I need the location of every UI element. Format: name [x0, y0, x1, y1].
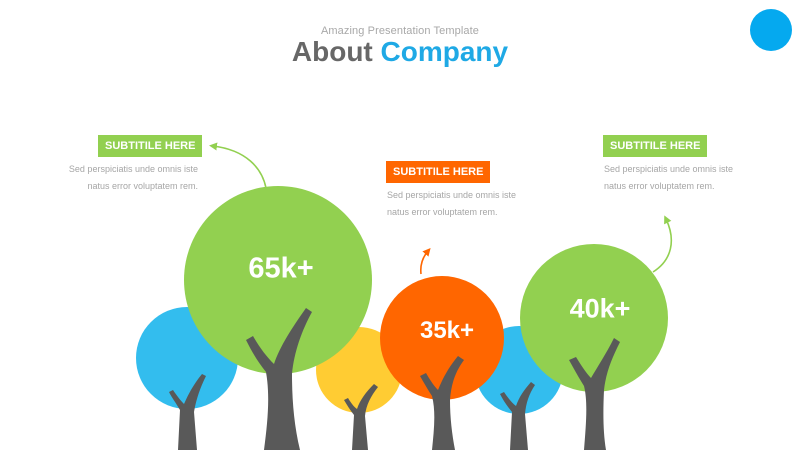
- arrow-left: [209, 142, 267, 189]
- description-left-line1: Sed perspiciatis unde omnis iste: [68, 164, 198, 174]
- kicker-text: Amazing Presentation Template: [320, 25, 479, 37]
- title-part-about: About: [291, 36, 373, 67]
- title-part-company: Company: [380, 36, 509, 67]
- arrow-middle: [419, 247, 431, 275]
- tree-trunk-green-large: [246, 308, 312, 450]
- tree-trunk-orange: [420, 356, 464, 450]
- tree-crown-green-large: [184, 186, 372, 374]
- tree-trunk-green-right: [569, 338, 620, 450]
- tree-trunk-blue-right: [500, 382, 535, 450]
- description-middle-line2: natus error voluptatem rem.: [387, 207, 498, 217]
- tree-crown-green-right: [520, 244, 668, 392]
- subtitle-tag-right: SUBTITILE HERE: [603, 135, 708, 157]
- page-title: About Company: [0, 33, 800, 71]
- corner-accent-dot: [750, 9, 792, 51]
- description-right-line2: natus error voluptatem rem.: [604, 181, 715, 191]
- tree-crown-orange: [380, 276, 504, 400]
- description-right-line1: Sed perspiciatis unde omnis iste: [604, 164, 734, 174]
- stat-value-65k: 65k+: [248, 252, 314, 285]
- tree-trunk-blue-left: [169, 374, 206, 450]
- subtitle-tag-middle: SUBTITILE HERE: [386, 161, 491, 183]
- stat-value-35k: 35k+: [419, 317, 475, 344]
- description-middle-line1: Sed perspiciatis unde omnis iste: [387, 190, 517, 200]
- tree-trunk-yellow: [344, 384, 378, 450]
- stat-value-40k: 40k+: [569, 293, 631, 324]
- description-left: Sed perspiciatis unde omnis iste natus e…: [28, 161, 198, 195]
- description-left-line2: natus error voluptatem rem.: [87, 181, 198, 191]
- description-middle: Sed perspiciatis unde omnis iste natus e…: [387, 187, 557, 221]
- description-right: Sed perspiciatis unde omnis iste natus e…: [604, 161, 774, 195]
- subtitle-tag-left: SUBTITILE HERE: [98, 135, 203, 157]
- arrow-right: [652, 215, 673, 273]
